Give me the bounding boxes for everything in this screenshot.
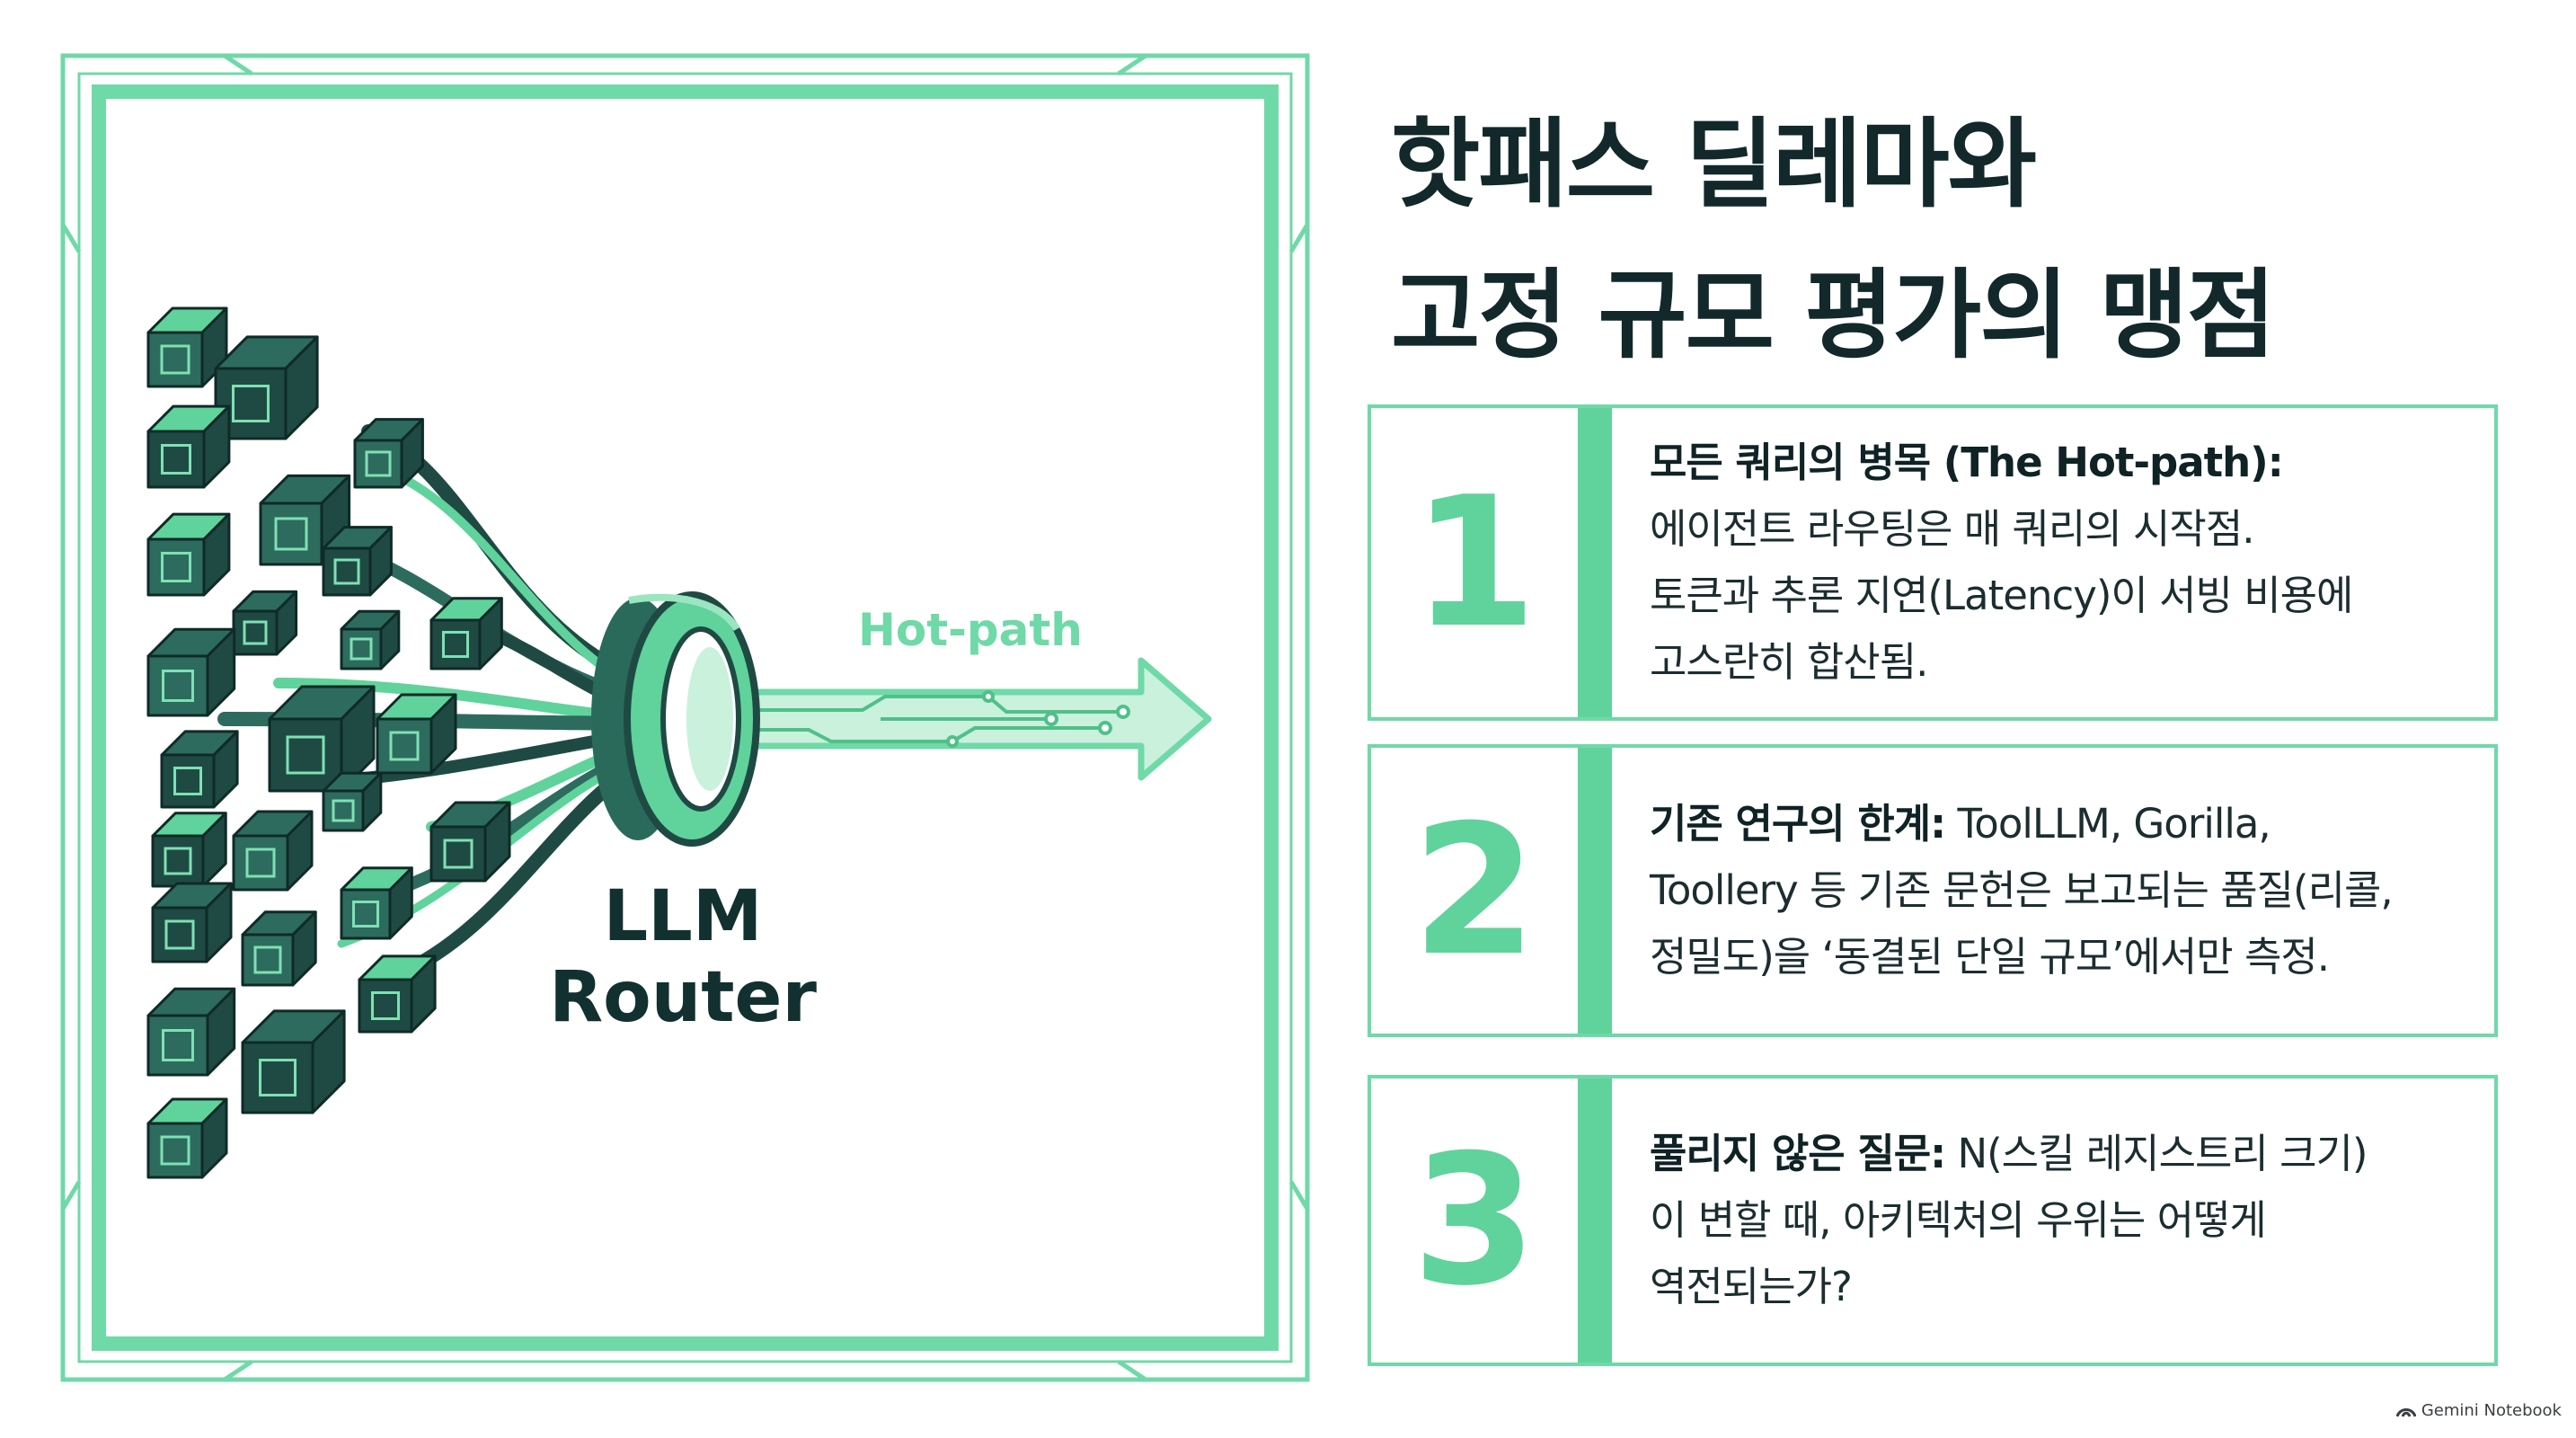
- skill-cube: [429, 597, 503, 670]
- skill-cube: [340, 866, 413, 940]
- card-1: 1 모든 쿼리의 병목 (The Hot-path): 에이전트 라우팅은 매 …: [1368, 404, 2498, 721]
- hot-path-label: Hot-path: [858, 604, 1083, 656]
- skill-cube: [340, 609, 401, 670]
- card-1-line-3: 고스란히 합산됨.: [1650, 638, 1928, 686]
- footer-brand-text: Gemini Notebook: [2421, 1401, 2562, 1420]
- router-label: LLM Router: [485, 876, 881, 1038]
- card-1-lead: 모든 쿼리의 병목 (The Hot-path):: [1650, 439, 2284, 486]
- hot-path-arrow: [661, 657, 1212, 781]
- card-1-text: 모든 쿼리의 병목 (The Hot-path): 에이전트 라우팅은 매 쿼리…: [1650, 408, 2473, 717]
- skill-cube: [151, 882, 233, 963]
- card-3-lead-rest: N(스킬 레지스트리 크기): [1945, 1130, 2368, 1177]
- card-3-line-1: 이 변할 때, 아키텍처의 우위는 어떻게: [1650, 1196, 2267, 1244]
- skill-cube: [214, 335, 319, 440]
- skill-cube: [151, 812, 227, 888]
- card-2-lead: 기존 연구의 한계:: [1650, 800, 1946, 848]
- skill-cube: [358, 954, 437, 1034]
- title-line2: 고정 규모 평가의 맹점: [1391, 260, 2276, 372]
- card-1-line-1: 에이전트 라우팅은 매 쿼리의 시작점.: [1650, 505, 2255, 553]
- gemini-logo-icon: [2395, 1407, 2416, 1417]
- skill-cube: [322, 771, 383, 832]
- card-3-text: 풀리지 않은 질문: N(스킬 레지스트리 크기) 이 변할 때, 아키텍처의 …: [1650, 1078, 2473, 1363]
- card-2-line-2: 정밀도)을 ‘동결된 단일 규모’에서만 측정.: [1650, 933, 2330, 981]
- skill-cube: [353, 418, 424, 489]
- card-3-lead: 풀리지 않은 질문:: [1650, 1130, 1946, 1177]
- card-1-accent-bar: [1578, 408, 1612, 717]
- card-2-accent-bar: [1578, 748, 1612, 1034]
- skill-cube: [241, 910, 317, 987]
- card-3-line-2: 역전되는가?: [1650, 1263, 1853, 1310]
- skill-cube: [146, 1097, 228, 1179]
- router-label-line1: LLM: [603, 876, 763, 957]
- router-illustration: [60, 53, 1310, 1382]
- card-2-lead-rest: ToolLLM, Gorilla,: [1945, 800, 2271, 848]
- skill-cube: [146, 512, 231, 597]
- skill-cube: [429, 801, 511, 883]
- skill-cube: [146, 404, 231, 489]
- card-3-accent-bar: [1578, 1078, 1612, 1363]
- card-2-number: 2: [1412, 786, 1537, 996]
- skill-cubes: [146, 306, 511, 1179]
- frame-border: [60, 53, 1310, 1382]
- card-1-number: 1: [1412, 457, 1537, 668]
- skill-cube: [268, 685, 376, 793]
- card-2-line-1: Toollery 등 기존 문헌은 보고되는 품질(리콜,: [1650, 866, 2394, 914]
- skill-cube: [232, 810, 314, 892]
- card-2-text: 기존 연구의 한계: ToolLLM, Gorilla, Toollery 등 …: [1650, 748, 2473, 1034]
- card-3-number: 3: [1412, 1115, 1537, 1326]
- title-line1: 핫패스 딜레마와: [1391, 109, 2037, 221]
- page-title: 핫패스 딜레마와 고정 규모 평가의 맹점: [1391, 90, 2276, 392]
- skill-cube: [322, 526, 393, 597]
- card-2: 2 기존 연구의 한계: ToolLLM, Gorilla, Toollery …: [1368, 744, 2498, 1037]
- llm-router-ring: [591, 591, 760, 847]
- skill-cube: [146, 627, 236, 717]
- skill-cube: [160, 730, 239, 809]
- card-1-line-2: 토큰과 추론 지연(Latency)이 서빙 비용에: [1650, 572, 2353, 619]
- skill-cube: [146, 987, 236, 1077]
- footer-brand: Gemini Notebook: [2395, 1401, 2562, 1420]
- skill-cube: [241, 1009, 346, 1114]
- card-3: 3 풀리지 않은 질문: N(스킬 레지스트리 크기) 이 변할 때, 아키텍처…: [1368, 1075, 2498, 1366]
- skill-cube: [376, 693, 457, 775]
- skill-cube: [232, 590, 298, 656]
- router-label-line2: Router: [549, 957, 817, 1038]
